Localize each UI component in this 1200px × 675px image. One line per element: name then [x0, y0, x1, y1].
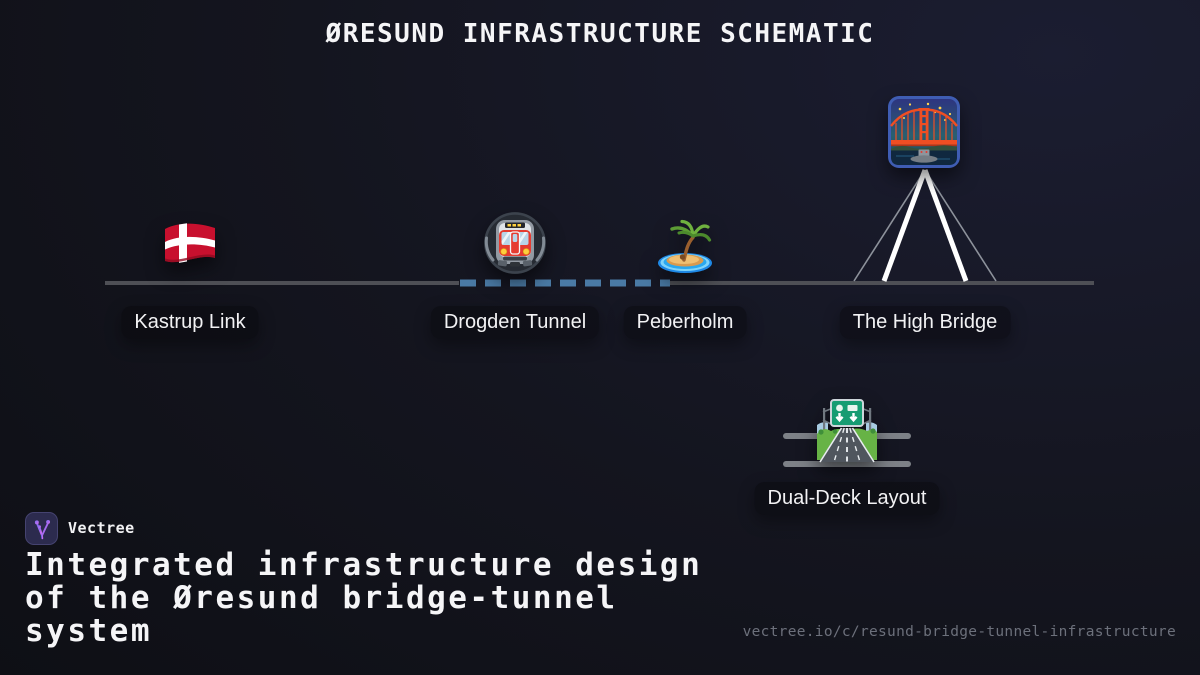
brand-name: Vectree	[68, 519, 135, 537]
page-title: ØRESUND INFRASTRUCTURE SCHEMATIC	[325, 19, 875, 49]
desert-island-emoji	[658, 219, 712, 273]
callout-label-dual-deck: Dual-Deck Layout	[754, 482, 940, 515]
vectree-logo-icon	[34, 519, 50, 540]
footer-heading-line-1: Integrated infrastructure design	[25, 547, 703, 583]
footer-heading-line-3: system	[25, 613, 152, 649]
motorway-emoji	[817, 399, 877, 463]
station-label-kastrup-link: Kastrup Link	[121, 306, 259, 339]
denmark-flag-emoji	[165, 223, 215, 263]
station-label-high-bridge: The High Bridge	[839, 306, 1011, 339]
station-label-peberholm: Peberholm	[623, 306, 747, 339]
station-label-drogden-tunnel: Drogden Tunnel	[430, 306, 600, 339]
bridge-at-night-emoji	[888, 96, 960, 168]
lower-deck-bar	[783, 461, 911, 467]
footer-heading: Integrated infrastructure design of the …	[25, 549, 785, 648]
footer-url: vectree.io/c/resund-bridge-tunnel-infras…	[742, 624, 1176, 640]
bridge-pylon-cables	[853, 169, 997, 282]
vectree-logo	[25, 512, 58, 545]
metro-train-emoji	[484, 212, 546, 274]
footer-heading-line-2: of the Øresund bridge-tunnel	[25, 580, 618, 616]
